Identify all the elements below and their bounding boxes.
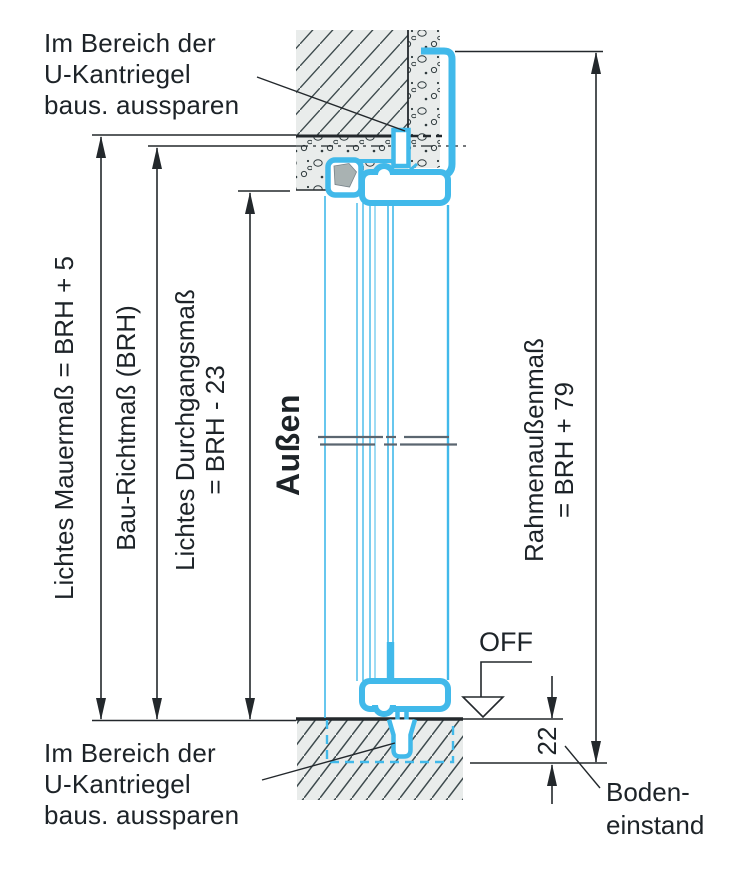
dim-label-line: Lichtes Durchgangsmaß [170,289,200,571]
outside-label: Außen [270,393,306,497]
u-kantriegel-bolt-bottom [386,718,418,759]
dim-label-line: Rahmenaußenmaß [519,338,549,562]
frame-head-assembly [325,47,456,206]
floor-recess-label-line: einstand [606,810,705,840]
note-line: baus. aussparen [44,90,240,120]
dim-label-build-reference: Bau-Richtmaß (BRH) [111,305,141,551]
floor-recess-label-line: Boden- [606,777,690,807]
leader-lines [256,76,601,789]
note-line: U-Kantriegel [44,769,191,799]
masonry-wall-top [296,30,408,136]
dimension-clear-wall-opening [96,136,106,720]
dimension-build-reference [152,147,162,720]
dim-label-floor-recess-depth: 22 [532,726,562,756]
leader-bottom-note [261,742,396,781]
note-line: Im Bereich der [44,738,216,768]
seal-gasket [333,163,357,188]
door-bottom-rail-profile [359,678,451,712]
dim-label-line: = BRH + 79 [549,382,579,518]
break-lines [318,435,457,446]
structural-lines [296,30,468,721]
note-line: U-Kantriegel [44,59,191,89]
door-leaf [324,196,450,718]
dimension-frame-outer [591,52,601,763]
dimension-floor-recess-depth [547,676,557,804]
dim-label-clear-wall-opening: Lichtes Mauermaß = BRH + 5 [49,256,79,600]
off-level-marker-icon [461,661,532,719]
frame-bottom-assembly [325,678,455,764]
floor-slab [297,719,463,800]
locking-rod-solid [386,642,395,680]
dim-label-clear-passage: Lichtes Durchgangsmaß = BRH - 23 [170,289,230,571]
door-top-rail-profile [359,169,451,206]
dimension-clear-passage [245,192,255,720]
leader-floor-recess [564,745,601,789]
floor-recess-dashed-outline [325,720,455,764]
floor-recess-label: Boden- einstand [606,776,704,842]
u-kantriegel-bolt-top [391,127,411,169]
leader-top-note [256,76,406,132]
note-line: baus. aussparen [44,800,240,830]
note-line: Im Bereich der [44,28,216,58]
note-bottom: Im Bereich der U-Kantriegel baus. ausspa… [44,738,239,831]
extension-lines [92,50,607,764]
dim-label-frame-outer: Rahmenaußenmaß = BRH + 79 [519,338,579,562]
dim-label-line: = BRH - 23 [200,365,230,495]
off-level-label: OFF [479,627,533,657]
note-top: Im Bereich der U-Kantriegel baus. ausspa… [44,28,239,121]
